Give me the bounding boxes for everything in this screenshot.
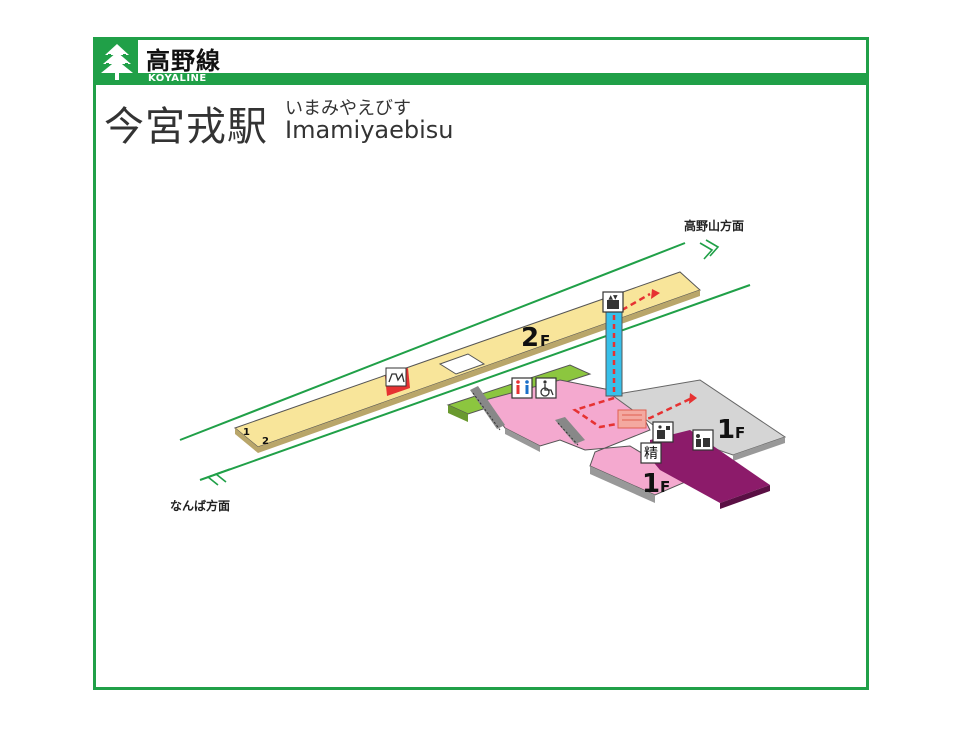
toilet-icon <box>511 377 533 399</box>
elevator-icon: ▲▼ <box>602 291 624 313</box>
station-name-jp: 今宮戎駅 <box>104 104 268 150</box>
direction-down-label: なんば方面 <box>170 498 230 513</box>
track-line-upper <box>179 242 686 441</box>
elevator-shaft <box>605 311 623 397</box>
floor-1f-pink-suffix: F <box>660 478 670 496</box>
platform-2f <box>233 271 701 453</box>
floor-2f-suffix: F <box>540 332 550 350</box>
concourse-1f-pink <box>484 379 692 503</box>
ticket-machine-icon <box>652 421 674 443</box>
area-1f-gray <box>610 379 787 461</box>
wheelchair-icon <box>535 377 557 399</box>
track-line-lower <box>199 284 751 481</box>
floor-2f-number: 2 <box>521 323 539 353</box>
ticket-gate-icon <box>617 409 647 429</box>
fare-adjustment-icon: 精 <box>640 442 662 464</box>
svg-text:▲▼: ▲▼ <box>608 294 618 301</box>
exit-area-purple <box>650 430 770 509</box>
arrow-up-icon <box>699 239 720 260</box>
line-header-bar <box>96 73 866 85</box>
route-arrow-right-icon <box>689 393 697 404</box>
floor-1f-gray-suffix: F <box>735 424 745 442</box>
direction-up-label: 高野山方面 <box>684 218 744 233</box>
route-arrow-up-icon <box>651 289 660 299</box>
koya-line-logo-icon <box>96 40 138 85</box>
line-name: 高野線 <box>146 47 221 75</box>
floor-1f-pink-number: 1 <box>642 469 660 499</box>
station-name-en: Imamiyaebisu <box>285 116 454 144</box>
stairs-icon <box>470 386 585 446</box>
fare-adjustment-label: 精 <box>644 446 658 462</box>
barrier-free-route <box>572 292 691 429</box>
station-name-kana: いまみやえびす <box>285 98 411 119</box>
station-map-frame: 高野線 KOYALINE 今宮戎駅 いまみやえびす Imamiyaebisu <box>93 37 869 690</box>
waiting-room-icon <box>385 367 410 396</box>
line-name-en: KOYALINE <box>148 73 207 84</box>
arrow-down-icon <box>206 468 231 486</box>
ticket-office-icon <box>692 429 714 451</box>
floor-1f-gray-number: 1 <box>717 415 735 445</box>
track-number-1: 1 <box>243 427 250 438</box>
track-number-2: 2 <box>262 436 269 447</box>
